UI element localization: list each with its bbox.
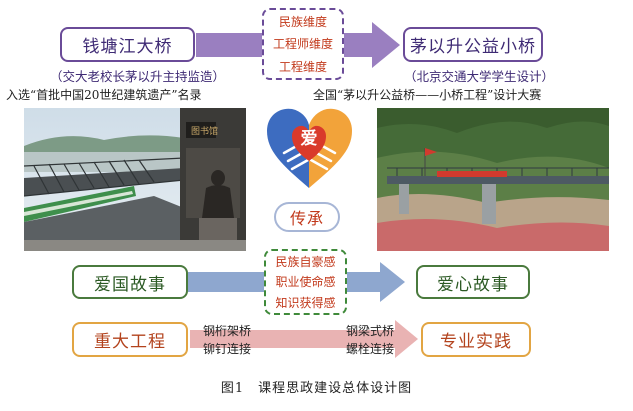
heart-hands-icon [267, 108, 352, 188]
dimensions-box: 民族维度 工程师维度 工程维度 [262, 8, 344, 80]
dimension-item: 工程师维度 [272, 37, 333, 52]
dimension-item: 工程维度 [278, 60, 327, 75]
qiantang-bridge-photo: 图书馆 [24, 108, 246, 251]
major-project-item: 钢桁架桥 [203, 324, 252, 338]
major-project-box: 重大工程 [72, 322, 188, 357]
patriotic-story-box: 爱国故事 [72, 265, 188, 299]
maoyisheng-note: 全国“茅以升公益桥——小桥工程”设计大赛 [313, 88, 542, 102]
heart-text: 爱 [300, 129, 318, 149]
charity-bridge-photo [377, 108, 609, 251]
feeling-item: 知识获得感 [275, 296, 336, 311]
major-project-item: 铆钉连接 [203, 342, 252, 356]
maoyisheng-subtitle: （北京交通大学学生设计） [404, 69, 555, 84]
inherit-box: 传承 [274, 202, 340, 232]
dimension-item: 民族维度 [278, 14, 327, 29]
professional-practice-box: 专业实践 [421, 322, 531, 357]
bottom-arrow [190, 320, 418, 358]
charity-story-box: 爱心故事 [416, 265, 530, 299]
svg-text:图书馆: 图书馆 [191, 125, 218, 137]
qiantang-subtitle: （交大老校长茅以升主持监造） [50, 69, 226, 84]
feeling-item: 职业使命感 [275, 275, 336, 290]
feelings-box: 民族自豪感 职业使命感 知识获得感 [264, 249, 347, 315]
maoyisheng-bridge-box: 茅以升公益小桥 [403, 27, 543, 62]
practice-item: 钢梁式桥 [346, 324, 395, 338]
qiantang-bridge-box: 钱塘江大桥 [60, 27, 195, 62]
qiantang-note: 入选“首批中国20世纪建筑遗产”名录 [6, 88, 202, 102]
practice-item: 螺栓连接 [346, 342, 395, 356]
feeling-item: 民族自豪感 [275, 254, 336, 269]
figure-caption: 图1 课程思政建设总体设计图 [220, 381, 413, 396]
